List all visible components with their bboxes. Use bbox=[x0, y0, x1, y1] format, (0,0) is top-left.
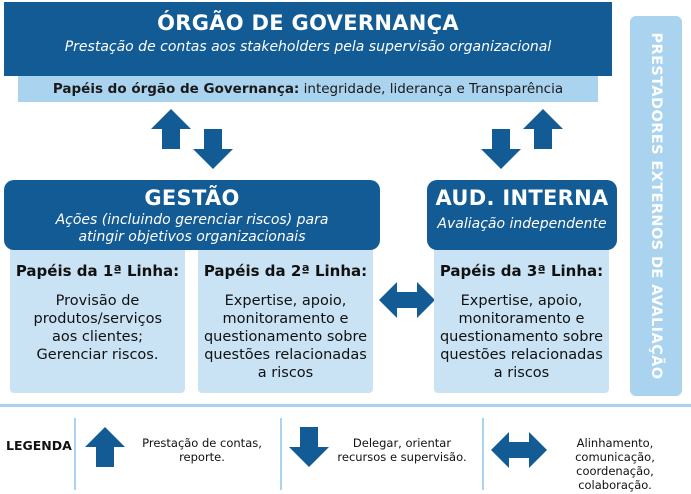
arrow-up-icon bbox=[523, 109, 563, 149]
legend-title: LEGENDA bbox=[6, 438, 72, 453]
arrow-down-icon bbox=[193, 129, 233, 169]
arrow-left-right-icon bbox=[491, 432, 547, 468]
legend-both-text: Alinhamento, comunicação, coordenação, c… bbox=[575, 436, 655, 492]
management-subtitle: Ações (incluindo gerenciar riscos) para … bbox=[55, 212, 329, 245]
governance-roles-text: integridade, liderança e Transparência bbox=[299, 81, 564, 97]
first-line-text: Provisão de produtos/serviços aos client… bbox=[33, 293, 163, 363]
third-line-panel bbox=[434, 240, 609, 393]
first-line-heading: Papéis da 1ª Linha: bbox=[15, 262, 180, 280]
arrow-up-icon bbox=[85, 427, 125, 467]
first-line-panel bbox=[10, 240, 185, 393]
second-line-text: Expertise, apoio, monitoramento e questi… bbox=[203, 293, 368, 381]
third-line-text: Expertise, apoio, monitoramento e questi… bbox=[439, 293, 604, 381]
arrow-down-icon bbox=[481, 129, 521, 169]
arrow-up-icon bbox=[151, 109, 191, 149]
second-line-content: Papéis da 2ª Linha: Expertise, apoio, mo… bbox=[198, 262, 373, 382]
governance-header: ÓRGÃO DE GOVERNANÇA Prestação de contas … bbox=[4, 2, 612, 76]
third-line-content: Papéis da 3ª Linha: Expertise, apoio, mo… bbox=[434, 262, 609, 382]
third-line-heading: Papéis da 3ª Linha: bbox=[439, 262, 604, 280]
legend-up-text: Prestação de contas, reporte. bbox=[142, 436, 262, 464]
legend-divider bbox=[280, 418, 282, 490]
legend-top-rule bbox=[0, 404, 691, 407]
governance-title: ÓRGÃO DE GOVERNANÇA bbox=[157, 11, 459, 35]
legend-divider bbox=[74, 418, 76, 490]
legend-divider bbox=[482, 418, 484, 490]
internal-audit-header: AUD. INTERNA Avaliação independente bbox=[427, 180, 617, 250]
arrow-left-right-icon bbox=[379, 282, 435, 318]
internal-audit-title: AUD. INTERNA bbox=[435, 186, 609, 210]
second-line-panel bbox=[198, 240, 373, 393]
external-assurance-bar: PRESTADORES EXTERNOS DE AVALIAÇÃO bbox=[630, 16, 682, 396]
external-assurance-label: PRESTADORES EXTERNOS DE AVALIAÇÃO bbox=[648, 32, 664, 380]
governance-roles-label: Papéis do órgão de Governança: bbox=[52, 81, 300, 97]
governance-roles-bar: Papéis do órgão de Governança: integrida… bbox=[18, 76, 598, 102]
internal-audit-subtitle: Avaliação independente bbox=[437, 216, 607, 232]
arrow-down-icon bbox=[289, 427, 329, 467]
legend-down-text: Delegar, orientar recursos e supervisão. bbox=[337, 436, 467, 464]
governance-subtitle: Prestação de contas aos stakeholders pel… bbox=[64, 39, 552, 55]
management-title: GESTÃO bbox=[144, 186, 240, 210]
second-line-heading: Papéis da 2ª Linha: bbox=[203, 262, 368, 280]
management-header: GESTÃO Ações (incluindo gerenciar riscos… bbox=[4, 180, 380, 250]
first-line-content: Papéis da 1ª Linha: Provisão de produtos… bbox=[10, 262, 185, 364]
